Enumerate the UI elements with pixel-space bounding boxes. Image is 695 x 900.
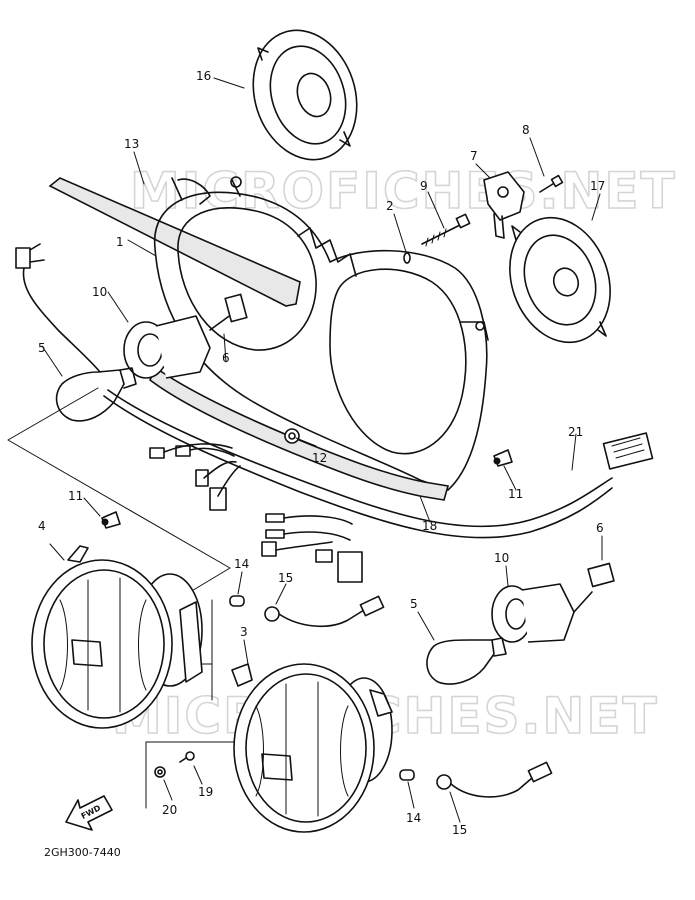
drawing-code: 2GH300-7440: [44, 846, 121, 859]
callout-5-lower: 5: [410, 597, 418, 611]
part-15-socket-lower: [436, 761, 553, 798]
part-18-seal: [148, 366, 450, 501]
part-16-rim: [252, 29, 358, 161]
callout-20: 20: [162, 803, 177, 817]
forward-arrow-icon: FWD: [65, 795, 113, 831]
callout-numbers: 16 13 1 10 5 6 2 9 7 8 17 12 11 11 18 21…: [38, 69, 605, 837]
callout-6-upper: 6: [222, 351, 230, 365]
part-15-socket-upper: [264, 595, 385, 628]
callout-17: 17: [590, 179, 605, 193]
callout-3: 3: [240, 625, 248, 639]
callout-14-upper: 14: [234, 557, 249, 571]
part-12-grommet: [284, 428, 300, 444]
callout-2: 2: [386, 199, 394, 213]
part-10-socket-upper: [123, 315, 211, 379]
callout-21: 21: [568, 425, 583, 439]
part-6-connector-upper: [209, 293, 248, 331]
part-6-connector-lower: [573, 562, 615, 613]
callout-11-right: 11: [508, 487, 523, 501]
watermark-top: MICROFICHES.NET: [130, 162, 677, 220]
part-11-screw-right: [493, 449, 513, 467]
part-19-screw: [179, 751, 195, 763]
part-1-housing: [154, 176, 489, 491]
callout-8: 8: [522, 123, 530, 137]
callout-15-upper: 15: [278, 571, 293, 585]
callout-16: 16: [196, 69, 211, 83]
callout-10-lower: 10: [494, 551, 509, 565]
callout-1: 1: [116, 235, 124, 249]
callout-5-upper: 5: [38, 341, 46, 355]
part-9-adjuster-screw: [421, 213, 471, 247]
callout-4: 4: [38, 519, 46, 533]
callout-9: 9: [420, 179, 428, 193]
callout-6-lower: 6: [596, 521, 604, 535]
part-20-nut: [154, 766, 166, 778]
part-21-harness: [103, 389, 654, 539]
callout-7: 7: [470, 149, 478, 163]
callout-10-upper: 10: [92, 285, 107, 299]
part-14-bulb-lower: [399, 769, 415, 781]
harness-connectors-upper: [149, 443, 241, 511]
part-11-screw-left: [101, 511, 121, 529]
part-13-tape: [48, 177, 301, 307]
part-10-socket-lower: [491, 583, 575, 643]
part-5-bulb-lower: [426, 637, 507, 685]
callout-13: 13: [124, 137, 139, 151]
callout-15-lower: 15: [452, 823, 467, 837]
leader-lines: [7, 387, 241, 809]
callout-14-lower: 14: [406, 811, 421, 825]
callout-leaders: [41, 77, 603, 823]
callout-18: 18: [422, 519, 437, 533]
harness-connectors-lower: [261, 513, 363, 583]
callout-12: 12: [312, 451, 327, 465]
wire-upper-left: [15, 243, 101, 373]
part-4-headlight-left: [31, 545, 203, 729]
part-2-o-ring: [403, 252, 411, 264]
part-5-bulb-upper: [55, 367, 137, 422]
callout-19: 19: [198, 785, 213, 799]
part-7-bracket: [483, 171, 525, 239]
part-8-screw: [539, 174, 564, 193]
callout-11-left: 11: [68, 489, 83, 503]
part-17-rim: [509, 216, 611, 344]
part-3-headlight-right: [231, 663, 393, 833]
part-14-bulb-upper: [229, 595, 245, 607]
